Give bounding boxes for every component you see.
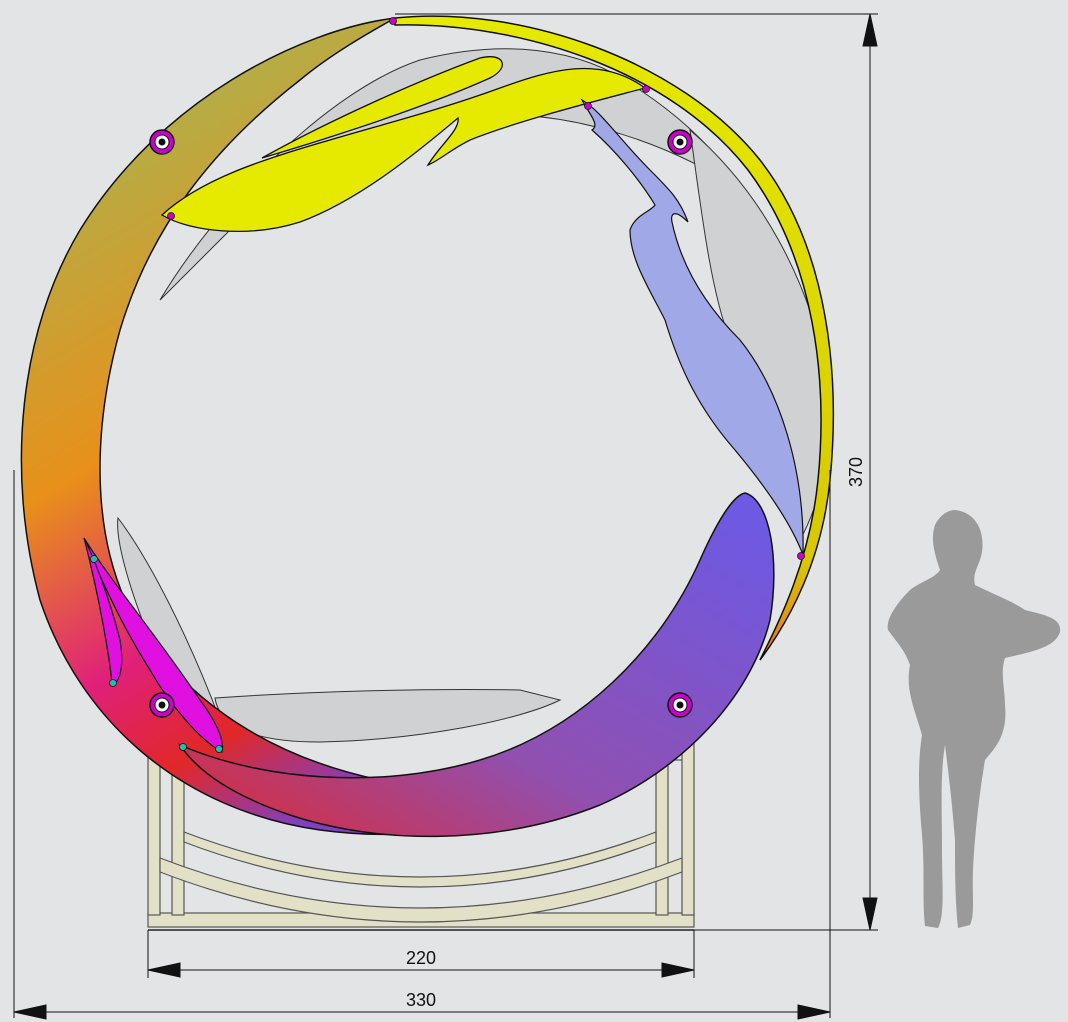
ring-lower-band: [177, 492, 775, 838]
stand-cradle-arc: [159, 857, 683, 923]
arrow-left-icon: [13, 1004, 47, 1020]
pivot-bolt-icon: [667, 692, 693, 718]
pivot-bolt-icon: [149, 129, 175, 155]
arrow-down-icon: [862, 897, 878, 931]
joint-dots: [90, 17, 805, 753]
dim-label-overall-height: 370: [846, 457, 866, 487]
magenta-blade-stem: [83, 537, 123, 685]
ring-outer-rim: [394, 15, 835, 661]
lavender-blade: [580, 98, 804, 556]
pivot-bolt-icon: [149, 692, 175, 718]
support-stand: [147, 709, 695, 931]
dim-label-overall-width: 330: [406, 990, 436, 1010]
arrow-up-icon: [862, 13, 878, 47]
magenta-blade: [83, 537, 224, 753]
dim-label-stand-width: 220: [406, 948, 436, 968]
human-silhouette-icon: [887, 510, 1061, 928]
pivot-bolt-icon: [667, 129, 693, 155]
dimension-lines: [13, 13, 878, 1020]
arrow-left-icon: [147, 962, 181, 978]
pivot-bolts: [149, 129, 693, 718]
yellow-blade-upper: [261, 56, 503, 159]
arrow-right-icon: [797, 1004, 831, 1020]
shadow-blade-bottom: [214, 688, 562, 743]
arrow-right-icon: [661, 962, 695, 978]
yellow-blade: [160, 67, 647, 232]
stand-cradle-arc-upper: [183, 831, 657, 888]
